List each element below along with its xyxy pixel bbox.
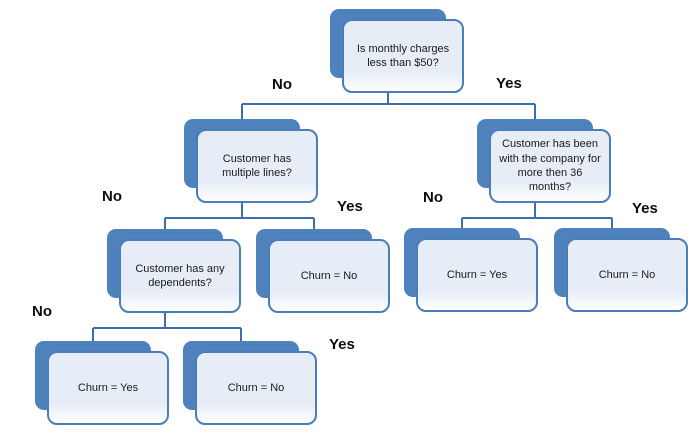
node-label: Churn = No <box>268 239 390 313</box>
node-label: Customer has been with the company for m… <box>489 129 611 203</box>
edge-label-root-yes: Yes <box>496 75 522 92</box>
node-multiple-lines: Customer has multiple lines? <box>184 119 318 203</box>
edge-label-tenure-no: No <box>423 189 443 206</box>
node-churn-no-lines-yes: Churn = No <box>256 229 390 313</box>
node-label: Churn = Yes <box>416 238 538 312</box>
edge-label-dependents-no: No <box>32 303 52 320</box>
edge-label-root-no: No <box>272 76 292 93</box>
node-churn-no-tenure-yes: Churn = No <box>554 228 688 312</box>
node-churn-yes-dependents-no: Churn = Yes <box>35 341 169 425</box>
node-label: Churn = No <box>195 351 317 425</box>
node-label: Customer has multiple lines? <box>196 129 318 203</box>
node-label: Customer has any dependents? <box>119 239 241 313</box>
edge-dependents-branches <box>92 313 242 341</box>
node-label: Churn = Yes <box>47 351 169 425</box>
node-churn-no-dependents-yes: Churn = No <box>183 341 317 425</box>
edge-tenure-branches <box>461 203 613 228</box>
edge-root-branches <box>241 92 536 119</box>
edge-label-lines-no: No <box>102 188 122 205</box>
node-tenure-36-months: Customer has been with the company for m… <box>477 119 611 203</box>
edge-label-lines-yes: Yes <box>337 198 363 215</box>
node-root: Is monthly charges less than $50? <box>330 9 464 93</box>
node-churn-yes-tenure-no: Churn = Yes <box>404 228 538 312</box>
node-label: Churn = No <box>566 238 688 312</box>
edge-label-tenure-yes: Yes <box>632 200 658 217</box>
edge-multiple-lines-branches <box>164 203 315 229</box>
node-label: Is monthly charges less than $50? <box>342 19 464 93</box>
node-dependents: Customer has any dependents? <box>107 229 241 313</box>
edge-label-dependents-yes: Yes <box>329 336 355 353</box>
